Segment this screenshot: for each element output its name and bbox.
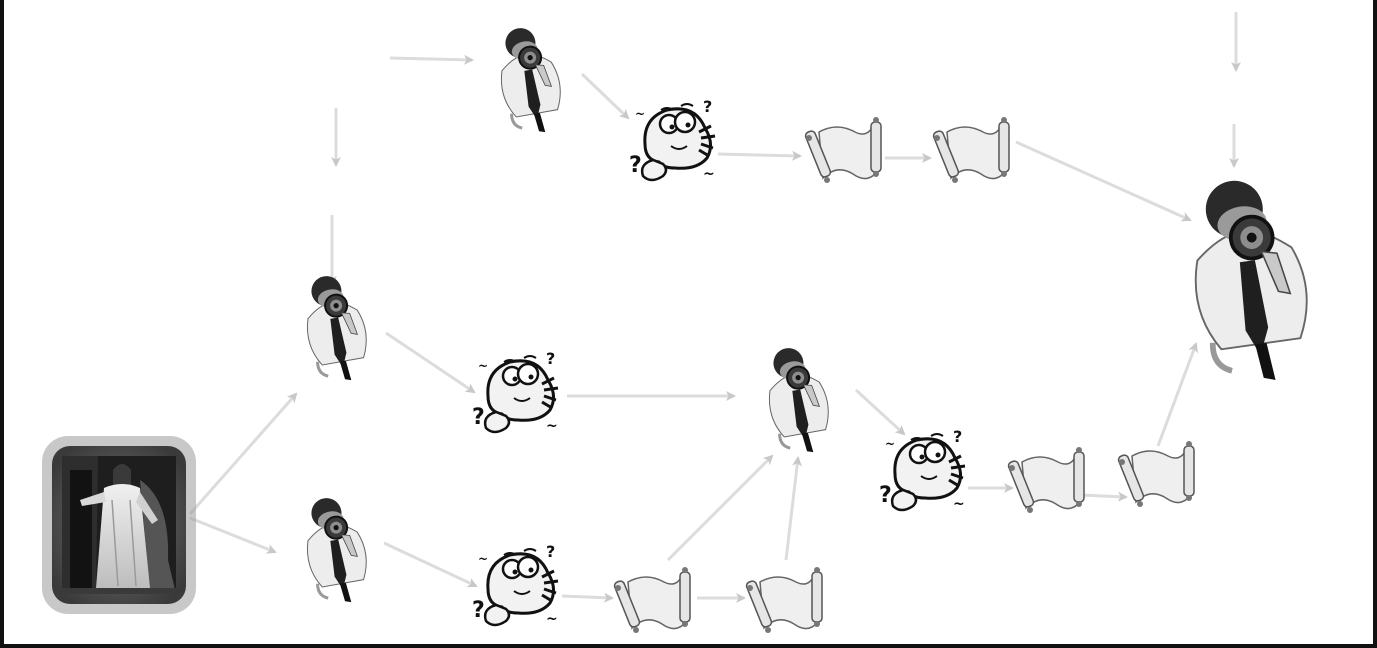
arrow [580, 72, 630, 120]
scroll-icon [612, 566, 691, 634]
scroll-icon [803, 116, 882, 184]
arrow [189, 516, 277, 554]
arrow [188, 392, 298, 515]
confused-face-icon [877, 425, 967, 514]
scroll-icon [931, 116, 1010, 184]
arrow [1079, 491, 1128, 502]
arrow [561, 592, 614, 603]
arrow [666, 454, 774, 562]
jesus-photo [42, 436, 196, 614]
arrows [188, 12, 1241, 603]
magnifier-man-icon [1182, 173, 1318, 390]
arrow [1015, 140, 1192, 222]
arrow [854, 388, 906, 436]
arrow [385, 331, 476, 394]
magnifier-man-icon [490, 21, 569, 140]
confused-face-icon [627, 95, 717, 184]
arrow [717, 150, 802, 161]
scroll-icon [1006, 446, 1085, 514]
confused-face-icon [470, 347, 560, 436]
scroll-icon [744, 566, 823, 634]
arrow [784, 456, 803, 561]
magnifier-man-icon [758, 341, 837, 460]
magnifier-man-icon [296, 269, 375, 388]
arrow [389, 54, 474, 65]
arrow [383, 541, 478, 588]
arrow [1156, 342, 1198, 447]
magnifier-man-icon [296, 491, 375, 610]
scroll-icon [1116, 440, 1195, 508]
confused-face-icon [470, 540, 560, 629]
